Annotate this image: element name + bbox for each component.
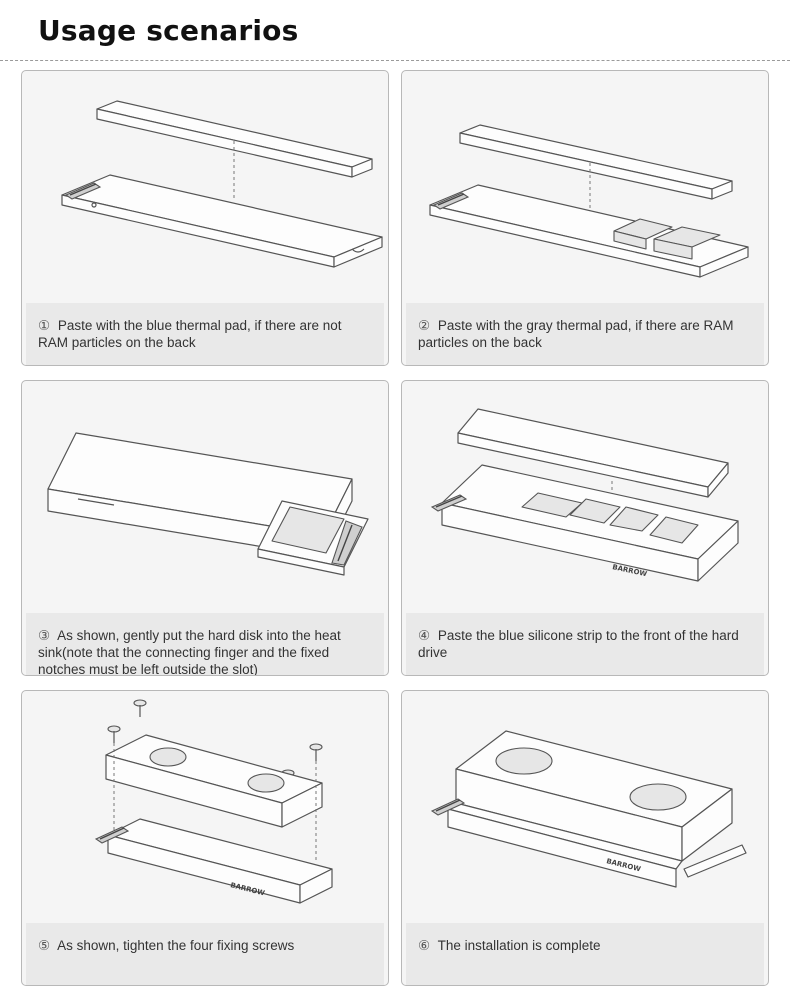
dashed-divider xyxy=(0,60,790,61)
step-text: As shown, gently put the hard disk into … xyxy=(38,628,341,676)
screws xyxy=(107,699,323,787)
illustration-gray-pad-on-ssd xyxy=(429,124,749,278)
step-card-2: ② Paste with the gray thermal pad, if th… xyxy=(401,70,769,366)
heatsink-top xyxy=(105,734,323,828)
step-text: Paste with the gray thermal pad, if ther… xyxy=(418,318,734,350)
step-number: ⑥ xyxy=(418,938,431,953)
step-number: ② xyxy=(418,318,431,333)
illustration-insert-ssd-into-heatsink xyxy=(47,432,369,576)
step-text: Paste the blue silicone strip to the fro… xyxy=(418,628,739,660)
heatsink-base: BARROW xyxy=(94,818,333,904)
ram-chips xyxy=(613,218,721,260)
ssd-board xyxy=(257,500,369,576)
step-card-6: BARROW ⑥ The installation is complete xyxy=(401,690,769,986)
step-text: Paste with the blue thermal pad, if ther… xyxy=(38,318,342,350)
step-number: ④ xyxy=(418,628,431,643)
page-title: Usage scenarios xyxy=(38,14,299,47)
illustration-tighten-screws: BARROW xyxy=(94,699,333,904)
heatsink-assembled: BARROW xyxy=(430,730,747,888)
thermal-pad xyxy=(459,124,733,200)
step-number: ③ xyxy=(38,628,51,643)
thermal-pad xyxy=(96,100,373,178)
step-caption-1: ① Paste with the blue thermal pad, if th… xyxy=(26,303,384,365)
step-card-4: BARROW ④ Paste the blue silicone strip t… xyxy=(401,380,769,676)
ssd-board xyxy=(61,174,383,268)
screw-icon xyxy=(133,699,147,717)
screw-icon xyxy=(309,743,323,761)
illustration-silicone-strip: BARROW xyxy=(430,408,739,582)
illustration-installed-heatsink: BARROW xyxy=(430,730,747,888)
step-card-3: ③ As shown, gently put the hard disk int… xyxy=(21,380,389,676)
step-number: ① xyxy=(38,318,51,333)
step-caption-3: ③ As shown, gently put the hard disk int… xyxy=(26,613,384,676)
step-card-1: ① Paste with the blue thermal pad, if th… xyxy=(21,70,389,366)
step-caption-6: ⑥ The installation is complete xyxy=(406,923,764,985)
heatsink-base: BARROW xyxy=(430,464,739,582)
step-card-5: BARROW ⑤ As shown, tighten the four fixi… xyxy=(21,690,389,986)
thermal-pad xyxy=(457,408,729,498)
ssd-board xyxy=(429,184,749,278)
step-number: ⑤ xyxy=(38,938,51,953)
step-caption-2: ② Paste with the gray thermal pad, if th… xyxy=(406,303,764,365)
screw-icon xyxy=(107,725,121,743)
illustration-blue-pad-on-ssd xyxy=(61,100,383,268)
step-text: As shown, tighten the four fixing screws xyxy=(57,938,295,953)
step-text: The installation is complete xyxy=(437,938,601,953)
step-caption-5: ⑤ As shown, tighten the four fixing scre… xyxy=(26,923,384,985)
step-caption-4: ④ Paste the blue silicone strip to the f… xyxy=(406,613,764,675)
